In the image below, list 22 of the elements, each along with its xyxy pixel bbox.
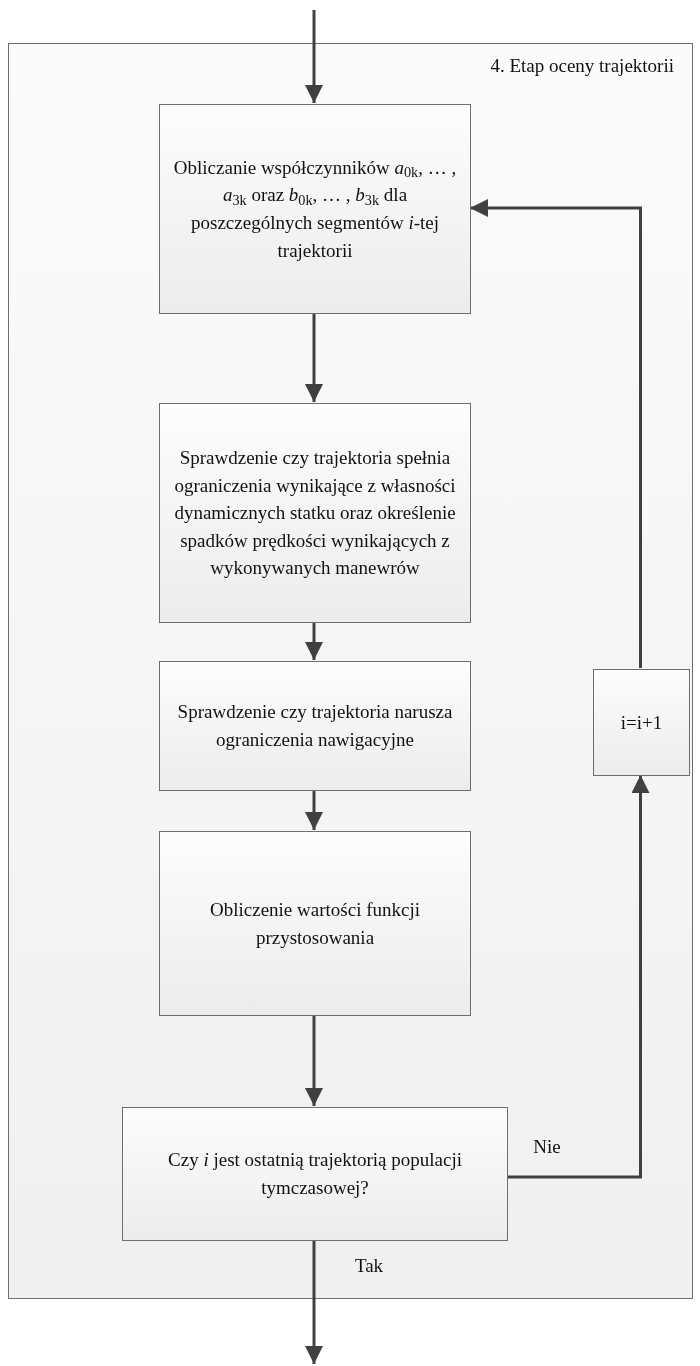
process-box <box>159 403 471 623</box>
arrow <box>305 1240 323 1364</box>
box-text: i=i+1 <box>620 710 663 735</box>
stage-frame <box>8 43 693 1299</box>
arrow <box>470 199 642 668</box>
process-box <box>159 831 471 1016</box>
arrow <box>507 775 650 1179</box>
arrow <box>305 1015 323 1106</box>
box-text: Obliczanie współczynników a$_{0k}$, … , a$_{3k}$ oraz b$_{0k}$, … , b$_{3k}$ dla poszczególnych segmentów i-tej trajektorii <box>172 155 458 263</box>
arrow <box>305 313 323 402</box>
process-box <box>593 669 690 776</box>
process-box <box>159 104 471 314</box>
box-text: Czy i jest ostatnią trajektorią populacji tymczasowej? <box>167 1148 463 1200</box>
arrow <box>305 622 323 660</box>
stage-title: 4. Etap oceny trajektorii <box>490 54 674 78</box>
box-text: Sprawdzenie czy trajektoria narusza ograniczenia nawigacyjne <box>176 700 454 752</box>
box-text: Sprawdzenie czy trajektoria spełnia ograniczenia wynikające z własności dynamicznych statku oraz określenie spadków prędkości wynikających z wykonywanych manewrów <box>173 446 457 581</box>
arrow <box>305 790 323 830</box>
arrow <box>305 10 323 103</box>
process-box <box>159 661 471 791</box>
box-text: Obliczenie wartości funkcji przystosowania <box>209 897 421 950</box>
process-box <box>122 1107 508 1241</box>
